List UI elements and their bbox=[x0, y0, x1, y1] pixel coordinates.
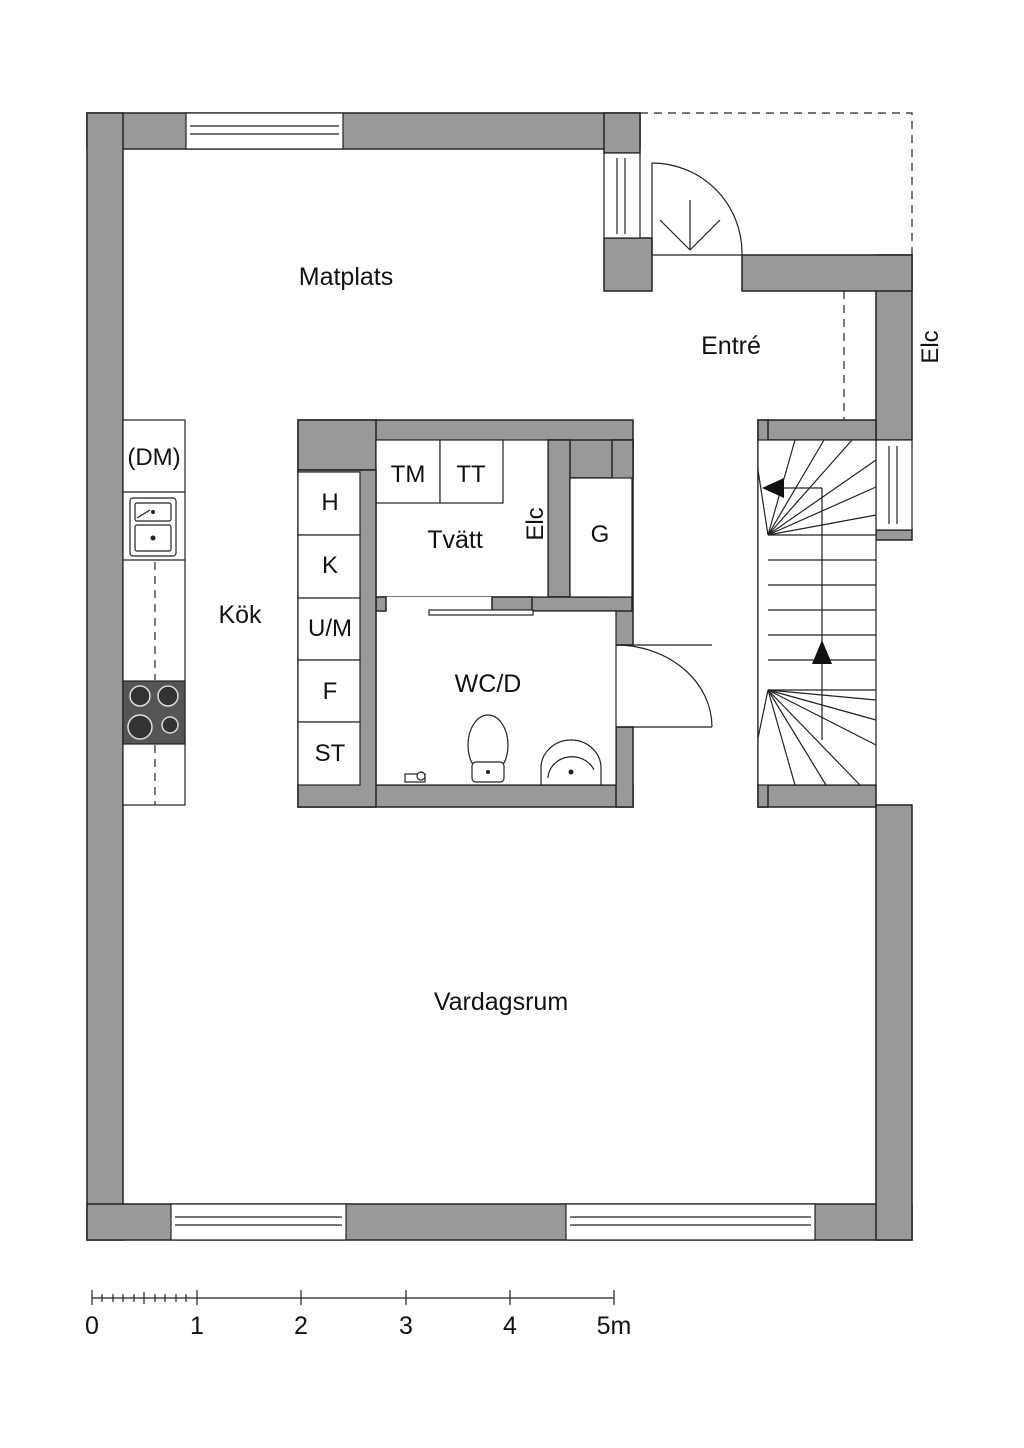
label-k: K bbox=[322, 552, 338, 579]
stair-arrow-icon bbox=[762, 478, 784, 498]
washer-dryer bbox=[375, 439, 504, 504]
window-top bbox=[185, 112, 344, 150]
scale-bar: 0 1 2 3 4 5m bbox=[85, 1290, 631, 1340]
label-g: G bbox=[591, 521, 610, 548]
label-tvatt: Tvätt bbox=[427, 526, 483, 554]
scale-label-3: 3 bbox=[399, 1312, 413, 1340]
scale-label-2: 2 bbox=[294, 1312, 308, 1340]
scale-label-5m: 5m bbox=[597, 1312, 632, 1340]
stove-icon bbox=[122, 680, 186, 745]
label-tt: TT bbox=[456, 461, 486, 488]
scale-label-1: 1 bbox=[190, 1312, 204, 1340]
label-wcd: WC/D bbox=[455, 670, 522, 698]
staircase bbox=[757, 419, 877, 808]
storage-cabinets bbox=[297, 469, 377, 808]
label-matplats: Matplats bbox=[299, 263, 393, 291]
stair-arrow-up-icon bbox=[812, 640, 832, 664]
scale-label-4: 4 bbox=[503, 1312, 517, 1340]
label-kok: Kök bbox=[218, 601, 262, 629]
porch-outline bbox=[640, 112, 913, 420]
floor-drain-icon bbox=[404, 771, 426, 783]
sink-icon bbox=[129, 497, 177, 557]
label-h: H bbox=[321, 489, 338, 516]
label-f: F bbox=[323, 678, 338, 705]
label-elc-inner: Elc bbox=[522, 507, 549, 540]
window-stair bbox=[875, 439, 913, 531]
label-st: ST bbox=[315, 740, 346, 767]
label-entre: Entré bbox=[701, 332, 761, 360]
window-bottom-right bbox=[565, 1203, 816, 1241]
wc-door bbox=[615, 644, 713, 728]
label-tm: TM bbox=[391, 461, 426, 488]
label-elc-outer: Elc bbox=[917, 330, 944, 363]
label-um: U/M bbox=[308, 615, 352, 642]
window-bottom-left bbox=[170, 1203, 347, 1241]
window-entrance bbox=[603, 152, 641, 239]
washbasin-icon bbox=[540, 739, 602, 786]
toilet-icon bbox=[467, 714, 509, 783]
label-dm: (DM) bbox=[127, 444, 180, 471]
g-cabinet bbox=[569, 477, 633, 598]
label-vardagsrum: Vardagsrum bbox=[434, 988, 568, 1016]
kitchen-counter bbox=[122, 419, 186, 806]
scale-label-0: 0 bbox=[85, 1312, 99, 1340]
entrance-door bbox=[651, 162, 743, 256]
